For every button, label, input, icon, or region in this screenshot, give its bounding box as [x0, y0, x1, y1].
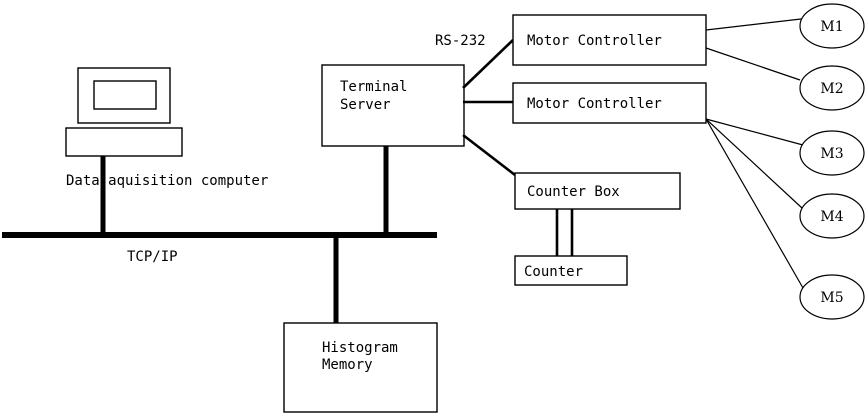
motor-m5-label: M5: [820, 290, 843, 306]
motor-controller-2-label: Motor Controller: [527, 96, 662, 112]
link-terminal-server-to-motor-controller-1: [462, 39, 514, 89]
terminal-server-label-line2: Server: [340, 97, 391, 113]
motor-m1-label: M1: [820, 19, 843, 35]
monitor-screen-shape: [93, 80, 157, 110]
link-motor-controller-2-to-m5: [705, 118, 804, 289]
rs232-label: RS-232: [435, 33, 486, 49]
terminal-server-box: [321, 64, 465, 147]
motor-m4-ellipse: [799, 193, 865, 239]
motor-m5-ellipse: [799, 274, 865, 320]
counter-label: Counter: [524, 264, 583, 280]
link-motor-controller-2-to-m3: [705, 118, 804, 146]
motor-controller-1-box: [512, 14, 707, 66]
motor-m4-label: M4: [820, 209, 843, 225]
histogram-memory-label-line1: Histogram: [322, 340, 398, 356]
histogram-memory-label-line2: Memory: [322, 357, 373, 373]
daq-computer-label: Data aquisition computer: [66, 173, 268, 189]
counter-box: [514, 255, 628, 286]
link-motor-controller-1-to-m1: [705, 18, 802, 31]
link-motor-controller-1-to-m2: [705, 47, 801, 81]
link-terminal-server-to-counter-box: [462, 133, 516, 177]
keyboard-base-shape: [65, 127, 183, 157]
counter-box-box: [514, 172, 681, 210]
motor-m1-ellipse: [799, 3, 865, 49]
histogram-memory-box: [283, 322, 438, 413]
motor-controller-2-box: [512, 82, 707, 124]
motor-m2-label: M2: [820, 81, 843, 97]
terminal-server-label-line1: Terminal: [340, 79, 407, 95]
motor-m3-ellipse: [799, 130, 865, 176]
motor-m3-label: M3: [820, 146, 843, 162]
motor-m2-ellipse: [799, 65, 865, 111]
counter-box-label: Counter Box: [527, 184, 620, 200]
motor-controller-1-label: Motor Controller: [527, 33, 662, 49]
link-motor-controller-2-to-m4: [705, 118, 803, 209]
tcpip-bus-label: TCP/IP: [127, 249, 178, 265]
